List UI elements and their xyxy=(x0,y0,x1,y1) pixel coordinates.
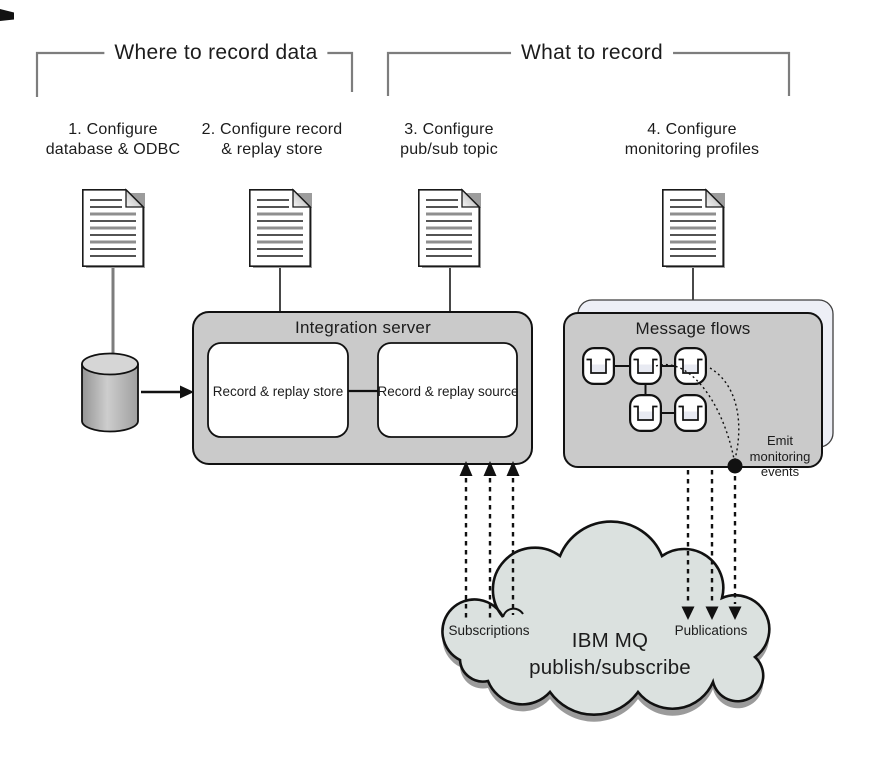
document-icon-step3 xyxy=(417,188,483,270)
emit-line2: monitoring xyxy=(749,448,811,464)
message-flow-node-icon-4 xyxy=(628,394,663,432)
emit-line1: Emit xyxy=(766,433,793,448)
step-4-label: 4. Configure monitoring profiles xyxy=(625,120,760,160)
message-flows-box xyxy=(563,312,823,468)
message-flow-node-icon-5 xyxy=(673,394,708,432)
emit-line3: events xyxy=(760,464,800,479)
cloud-line1: IBM MQ xyxy=(571,629,649,652)
cloud-label: IBM MQ publish/subscribe xyxy=(529,627,691,681)
message-flows-title: Message flows xyxy=(635,319,751,338)
step-1-line2: database & ODBC xyxy=(45,141,181,158)
step-1-label: 1. Configure database & ODBC xyxy=(46,120,181,160)
corner-artifact-mark xyxy=(0,9,14,21)
subscription-arrows xyxy=(459,461,520,621)
cloud-curl-detail xyxy=(502,607,524,618)
subscriptions-label: Subscriptions xyxy=(448,623,530,638)
step-4-line1: 4. Configure xyxy=(647,121,737,138)
step-3-label: 3. Configure pub/sub topic xyxy=(400,120,498,160)
integration-server-title: Integration server xyxy=(295,318,431,337)
emit-monitoring-events-label: Emit monitoring events xyxy=(750,433,811,480)
step-3-line1: 3. Configure xyxy=(404,121,494,138)
record-replay-source-label: Record & replay source xyxy=(377,384,519,399)
message-flow-node-icon-1 xyxy=(581,347,616,385)
emit-point-dot xyxy=(727,458,743,474)
monitoring-event-curves xyxy=(655,363,740,460)
step-4-line2: monitoring profiles xyxy=(624,141,760,158)
cloud-line2: publish/subscribe xyxy=(529,656,691,679)
publications-label: Publications xyxy=(674,623,748,638)
document-icon-step1 xyxy=(81,188,147,270)
db-to-server-arrow xyxy=(141,385,194,399)
section-title-where-to-record: Where to record data xyxy=(104,40,328,67)
document-icon-step4 xyxy=(661,188,727,270)
record-replay-store-label: Record & replay store xyxy=(212,384,344,399)
step-2-line2: & replay store xyxy=(221,141,323,158)
step-2-line1: 2. Configure record xyxy=(201,121,343,138)
database-cylinder-icon xyxy=(81,352,139,433)
step-2-label: 2. Configure record & replay store xyxy=(202,120,343,160)
message-flow-node-icon-3 xyxy=(673,347,708,385)
ibm-mq-cloud xyxy=(441,520,771,716)
section-title-what-to-record: What to record xyxy=(511,40,673,67)
publication-arrows xyxy=(681,470,742,620)
document-icon-step2 xyxy=(248,188,314,270)
step-3-line2: pub/sub topic xyxy=(400,141,498,158)
step-1-line1: 1. Configure xyxy=(68,121,158,138)
